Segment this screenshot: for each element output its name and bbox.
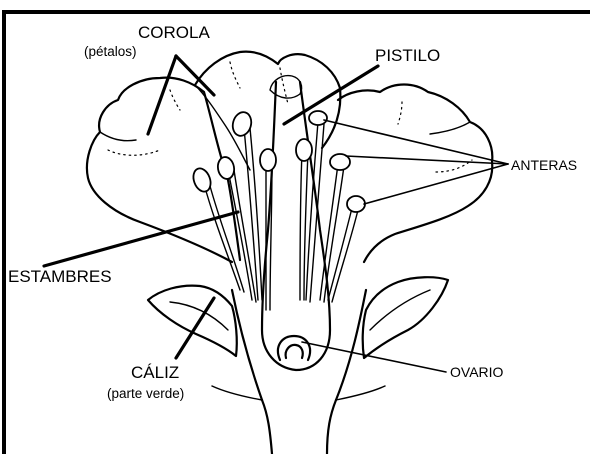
petal-center-left [195,52,340,148]
label-pistilo: PISTILO [375,46,440,65]
sepal-right [363,277,448,358]
label-corola: COROLA [138,23,210,42]
sepal-left [148,286,237,356]
label-caliz: CÁLIZ [131,363,179,382]
label-anteras: ANTERAS [511,157,577,173]
leader-estambres [44,212,238,266]
label-caliz-sub: (parte verde) [107,386,184,401]
petal-right [338,85,492,263]
leader-anteras-2 [346,156,508,164]
leader-anteras-3 [364,164,508,204]
label-estambres: ESTAMBRES [8,267,112,286]
leader-corola-right [176,56,214,95]
leader-anteras-1 [324,120,508,164]
leader-ovario [302,342,446,372]
label-ovario: OVARIO [450,364,504,380]
label-corola-sub: (pétalos) [84,44,137,59]
ovule [278,336,310,360]
stem [262,400,336,454]
